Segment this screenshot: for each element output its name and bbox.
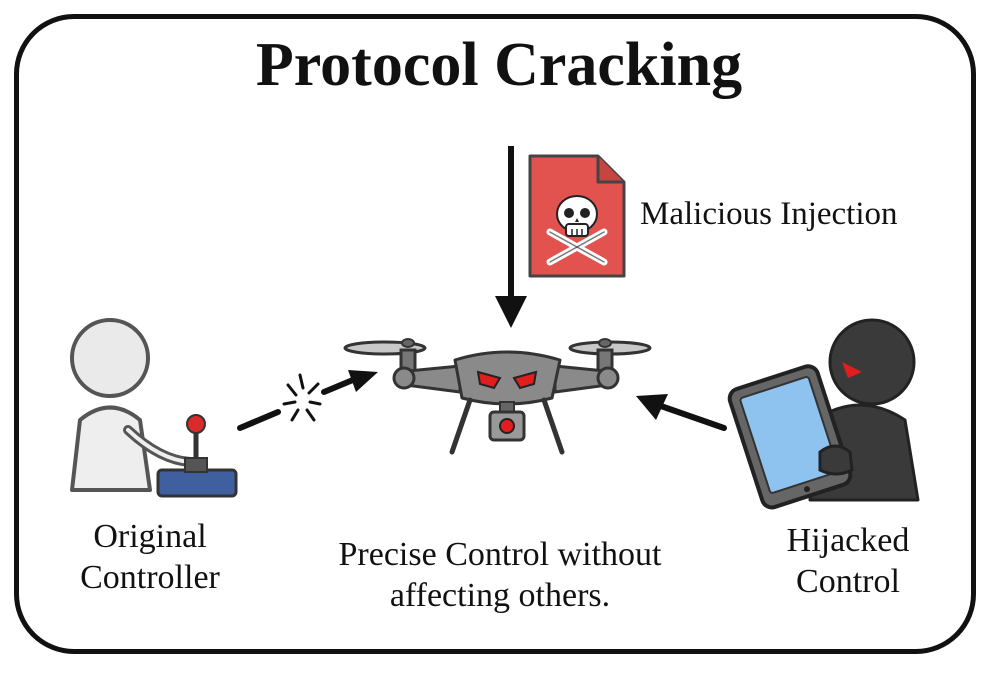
malicious-injection-label: Malicious Injection: [640, 196, 898, 232]
evil-drone-icon: [343, 338, 652, 455]
jammed-signal-icon: [237, 370, 378, 431]
original-controller-label-line1: Original: [93, 518, 207, 555]
precise-control-label-line1: Precise Control without: [338, 536, 662, 573]
hijacked-control-label-line2: Control: [796, 563, 900, 601]
hijack-arrow: [636, 394, 727, 431]
original-controller-label-line2: Controller: [80, 559, 220, 597]
hacker-with-tablet-icon: [727, 318, 920, 510]
hijacked-control-label: Hijacked Control: [738, 520, 958, 603]
injection-arrow: [495, 146, 527, 328]
precise-control-label-line2: affecting others.: [389, 577, 611, 615]
original-controller-label: Original Controller: [40, 516, 260, 599]
diagram-frame: [14, 14, 976, 654]
user-with-joystick-icon: [70, 318, 238, 498]
precise-control-label: Precise Control without affecting others…: [290, 534, 710, 617]
hijacked-control-label-line1: Hijacked: [786, 522, 910, 559]
skull-file-icon: [528, 154, 626, 278]
diagram-title: Protocol Cracking: [255, 31, 743, 99]
